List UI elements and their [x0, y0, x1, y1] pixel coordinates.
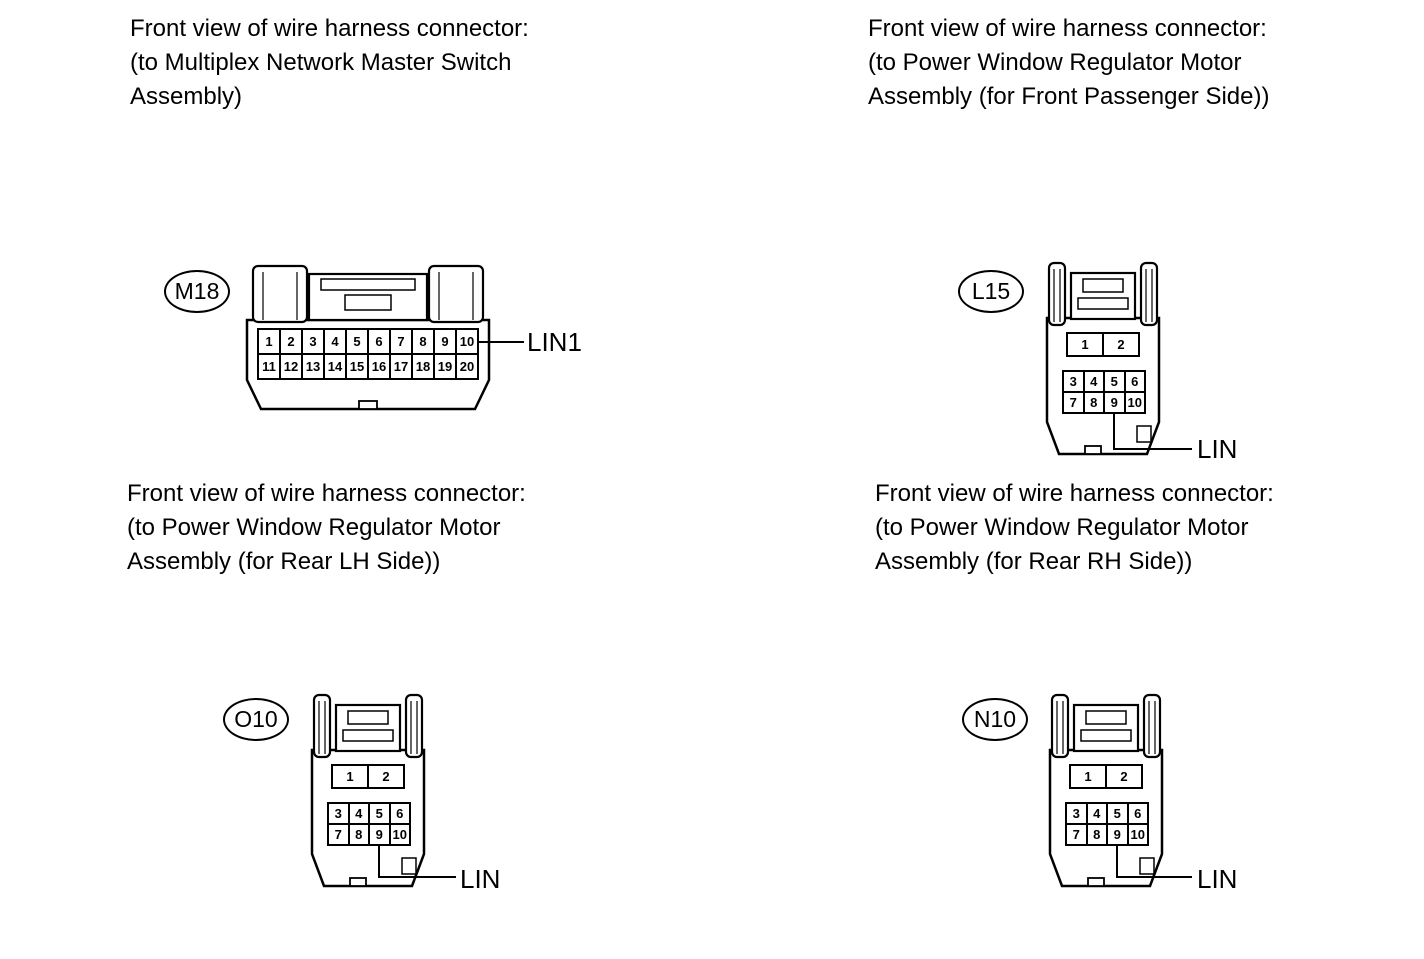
connector-id-badge-o10: O10 [223, 698, 289, 741]
pin-cell: 2 [1106, 765, 1142, 788]
pin-cell: 3 [302, 329, 324, 354]
pin-cell: 4 [324, 329, 346, 354]
pin-cell: 2 [1103, 333, 1139, 356]
pin-cell: 19 [434, 354, 456, 379]
caption-n10: Front view of wire harness connector: (t… [875, 477, 1274, 579]
caption-line: Assembly (for Front Passenger Side)) [868, 83, 1270, 110]
pin-cell: 3 [1063, 371, 1084, 392]
caption-line: (to Power Window Regulator Motor [868, 49, 1242, 76]
leader-line-n10 [1116, 846, 1192, 878]
pin-cell: 6 [389, 803, 410, 824]
caption-line: Front view of wire harness connector: [875, 480, 1274, 507]
pin-cell: 5 [369, 803, 390, 824]
pin-cell: 12 [280, 354, 302, 379]
pin-cell: 20 [456, 354, 478, 379]
pin-cell: 7 [390, 329, 412, 354]
caption-m18: Front view of wire harness connector: (t… [130, 12, 529, 114]
pin-cell: 3 [328, 803, 349, 824]
leader-line-m18 [477, 341, 524, 343]
leader-line-o10 [378, 846, 456, 878]
pin-cell: 6 [368, 329, 390, 354]
caption-l15: Front view of wire harness connector: (t… [868, 12, 1269, 114]
pin-cell: 9 [434, 329, 456, 354]
pin-cell: 8 [348, 824, 369, 845]
pin-cell: 16 [368, 354, 390, 379]
pin-cell: 1 [332, 765, 368, 788]
caption-line: (to Multiplex Network Master Switch [130, 49, 512, 76]
pin-cell: 5 [1107, 803, 1128, 824]
pin-cell: 6 [1124, 371, 1145, 392]
pin-cell: 6 [1127, 803, 1148, 824]
pin-cell: 7 [328, 824, 349, 845]
caption-o10: Front view of wire harness connector: (t… [127, 477, 526, 579]
pin-cell: 10 [456, 329, 478, 354]
caption-line: Assembly (for Rear LH Side)) [127, 548, 441, 575]
pin-cell: 1 [258, 329, 280, 354]
caption-line: (to Power Window Regulator Motor [127, 514, 501, 541]
caption-line: Front view of wire harness connector: [130, 15, 529, 42]
pin-cell: 8 [412, 329, 434, 354]
pin-cell: 2 [280, 329, 302, 354]
pin-cell: 10 [1127, 824, 1148, 845]
pin-cell: 14 [324, 354, 346, 379]
connector-id-badge-l15: L15 [958, 270, 1024, 313]
connector-id-badge-n10: N10 [962, 698, 1028, 741]
pin-cell: 18 [412, 354, 434, 379]
connector-id-badge-m18: M18 [164, 270, 230, 313]
pin-cell: 9 [1104, 392, 1125, 413]
pin-cell: 13 [302, 354, 324, 379]
pin-cell: 17 [390, 354, 412, 379]
signal-label-l15: LIN [1197, 434, 1238, 464]
pin-cell: 10 [1124, 392, 1145, 413]
pin-cell: 7 [1066, 824, 1087, 845]
pin-cell: 5 [346, 329, 368, 354]
pin-cell: 8 [1083, 392, 1104, 413]
pin-cell: 3 [1066, 803, 1087, 824]
signal-label-n10: LIN [1197, 864, 1238, 894]
pin-cell: 7 [1063, 392, 1084, 413]
pin-cell: 4 [348, 803, 369, 824]
pin-cell: 11 [258, 354, 280, 379]
leader-line-l15 [1113, 414, 1192, 450]
pin-cell: 5 [1104, 371, 1125, 392]
pin-cell: 10 [389, 824, 410, 845]
caption-line: Front view of wire harness connector: [868, 15, 1267, 42]
pin-cell: 4 [1083, 371, 1104, 392]
caption-line: Front view of wire harness connector: [127, 480, 526, 507]
pin-cell: 8 [1086, 824, 1107, 845]
pin-cell: 1 [1067, 333, 1103, 356]
pin-cell: 9 [1107, 824, 1128, 845]
pin-cell: 15 [346, 354, 368, 379]
caption-line: (to Power Window Regulator Motor [875, 514, 1249, 541]
signal-label-o10: LIN [460, 864, 501, 894]
pin-cell: 2 [368, 765, 404, 788]
caption-line: Assembly (for Rear RH Side)) [875, 548, 1193, 575]
pin-cell: 9 [369, 824, 390, 845]
signal-label-m18: LIN1 [527, 327, 582, 357]
pin-cell: 4 [1086, 803, 1107, 824]
pin-cell: 1 [1070, 765, 1106, 788]
caption-line: Assembly) [130, 83, 243, 110]
